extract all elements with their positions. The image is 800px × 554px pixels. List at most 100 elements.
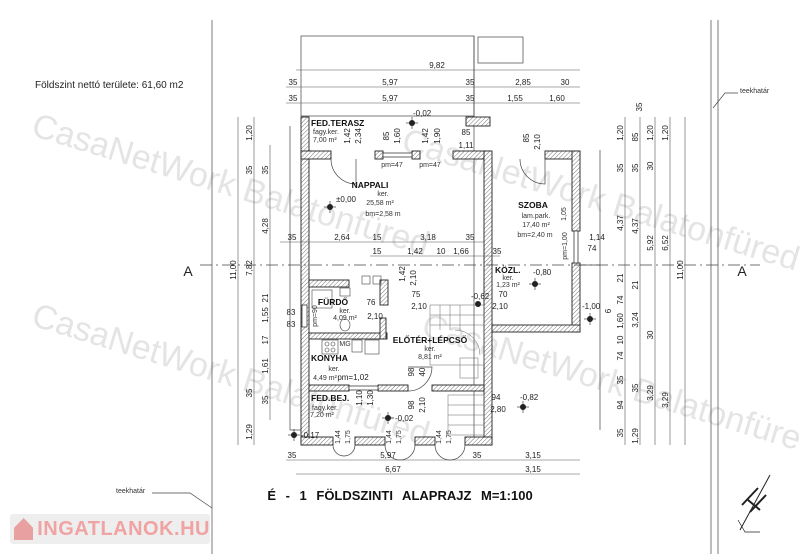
drawing-title: É - 1 FÖLDSZINTI ALAPRAJZ M=1:100 bbox=[267, 488, 533, 503]
dim-label: 2,10 bbox=[411, 302, 427, 311]
room-floor: ker. bbox=[502, 275, 513, 282]
room-name: KÖZL. bbox=[495, 265, 521, 275]
level-marker-icon bbox=[584, 313, 596, 325]
dim-label: 21 bbox=[631, 280, 640, 289]
dim-label: 1,44 bbox=[335, 430, 342, 444]
dim-label: pm=1,00 bbox=[562, 232, 569, 260]
dim-label: 30 bbox=[646, 330, 655, 339]
dim-label: 1,20 bbox=[616, 125, 625, 141]
dim-label: 1,20 bbox=[646, 125, 655, 141]
dim-label: 35 bbox=[289, 94, 298, 103]
dim-label: 2,85 bbox=[515, 78, 531, 87]
dim-label: 11,00 bbox=[676, 260, 685, 280]
dim-label: 2,10 bbox=[367, 312, 383, 321]
dim-label: 5,97 bbox=[382, 94, 398, 103]
room-name: NAPPALI bbox=[352, 180, 389, 190]
room-area: 7,20 m² bbox=[310, 412, 334, 419]
room-area: 17,40 m² bbox=[522, 222, 550, 229]
room-area: 25,58 m² bbox=[366, 200, 394, 207]
site-logo[interactable]: INGATLANOK.HU bbox=[10, 514, 210, 544]
level-label: -0,62 bbox=[471, 292, 490, 301]
dim-label: 21 bbox=[616, 273, 625, 282]
dim-label: 3,15 bbox=[525, 465, 541, 474]
dim-label: 70 bbox=[499, 290, 508, 299]
dim-label: 35 bbox=[289, 78, 298, 87]
dim-label: 1,55 bbox=[261, 307, 270, 323]
dim-label: 35 bbox=[466, 78, 475, 87]
fixtures bbox=[311, 275, 382, 355]
dim-label: 30 bbox=[646, 161, 655, 170]
dim-label: 35 bbox=[493, 247, 502, 256]
room-area: 1,23 m² bbox=[496, 282, 520, 289]
dim-label: 75 bbox=[412, 290, 421, 299]
dim-label: 9,82 bbox=[429, 61, 445, 70]
dim-label: pm=47 bbox=[381, 162, 403, 169]
section-label: A bbox=[737, 263, 747, 279]
dim-label: 1,75 bbox=[345, 430, 352, 444]
dim-label: 3,24 bbox=[631, 312, 640, 328]
dim-label: 4,37 bbox=[631, 218, 640, 234]
dim-label: 3,15 bbox=[525, 451, 541, 460]
room-area: 7,00 m² bbox=[313, 137, 337, 144]
level-marker-icon bbox=[382, 412, 394, 424]
dim-label: 1,29 bbox=[245, 424, 254, 440]
level-label: ±0,00 bbox=[336, 195, 357, 204]
dim-label: 35 bbox=[466, 94, 475, 103]
dim-label: 7,82 bbox=[245, 260, 254, 276]
house-icon bbox=[14, 518, 34, 540]
room-szoba: SZOBA lam.park. 17,40 m² bm=2,40 m bbox=[517, 200, 552, 239]
dim-label: 35 bbox=[245, 165, 254, 174]
dim-label: 35 bbox=[631, 163, 640, 172]
dim-label: 30 bbox=[561, 78, 570, 87]
room-floor: ker. bbox=[339, 308, 350, 315]
dim-label: 1,30 bbox=[366, 390, 375, 406]
dim-label: 5,92 bbox=[646, 235, 655, 251]
level-marker-icon bbox=[475, 301, 481, 307]
room-nappali: NAPPALI ker. 25,58 m² bm=2,58 m bbox=[352, 180, 401, 218]
door-swing bbox=[519, 158, 546, 185]
boundary-label: teekhatár bbox=[116, 488, 146, 495]
dim-label: 10 bbox=[616, 335, 625, 344]
level-marker-icon bbox=[288, 429, 300, 441]
dim-label: 1,05 bbox=[561, 207, 568, 221]
level-label: -0,17 bbox=[301, 431, 320, 440]
dim-label: 2,10 bbox=[533, 134, 542, 150]
boundary-leader bbox=[152, 492, 213, 509]
room-furdo: FÜRDŐ ker. 4,09 m² bbox=[318, 296, 358, 322]
room-floor: ker. bbox=[377, 191, 388, 198]
door-swing bbox=[407, 366, 433, 392]
room-kozl: KÖZL. ker. 1,23 m² bbox=[495, 265, 521, 289]
appliance-label: MG bbox=[339, 341, 350, 348]
dim-label: 2,64 bbox=[334, 233, 350, 242]
dim-label: pm=90 bbox=[312, 305, 319, 327]
level-label: -0,80 bbox=[533, 268, 552, 277]
level-label: -1,00 bbox=[582, 302, 601, 311]
dim-label: 15 bbox=[373, 233, 382, 242]
dim-label: pm=1,02 bbox=[337, 373, 369, 382]
dim-label: 94 bbox=[492, 393, 501, 402]
dim-label: 6,52 bbox=[661, 235, 670, 251]
dim-label: 10 bbox=[437, 247, 446, 256]
level-marker-icon bbox=[324, 201, 336, 213]
room-height: bm=2,40 m bbox=[517, 232, 552, 239]
room-name: ELŐTÉR+LÉPCSŐ bbox=[393, 334, 468, 345]
dim-label: 1,42 bbox=[421, 128, 430, 144]
dim-label: 83 bbox=[287, 320, 296, 329]
staircase bbox=[429, 304, 485, 436]
dim-label: 3,18 bbox=[420, 233, 436, 242]
room-floor: fagy.ker. bbox=[313, 129, 339, 136]
north-arrow-icon bbox=[737, 474, 771, 533]
dim-label: 35 bbox=[616, 163, 625, 172]
level-label: -0,82 bbox=[520, 393, 539, 402]
room-name: KONYHA bbox=[311, 353, 348, 363]
terrace-outline bbox=[300, 35, 475, 117]
room-area: 4,09 m² bbox=[333, 315, 357, 322]
level-label: -0,02 bbox=[395, 414, 414, 423]
dim-label: 85 bbox=[382, 131, 391, 140]
room-terasz: FED.TERASZ fagy.ker. 7,00 m² bbox=[311, 118, 364, 144]
room-fedbej: FED.BEJ. fagy.ker. 7,20 m² bbox=[310, 393, 349, 419]
dim-label: 35 bbox=[466, 233, 475, 242]
room-name: FED.TERASZ bbox=[311, 118, 364, 128]
dim-label: 5,97 bbox=[380, 451, 396, 460]
